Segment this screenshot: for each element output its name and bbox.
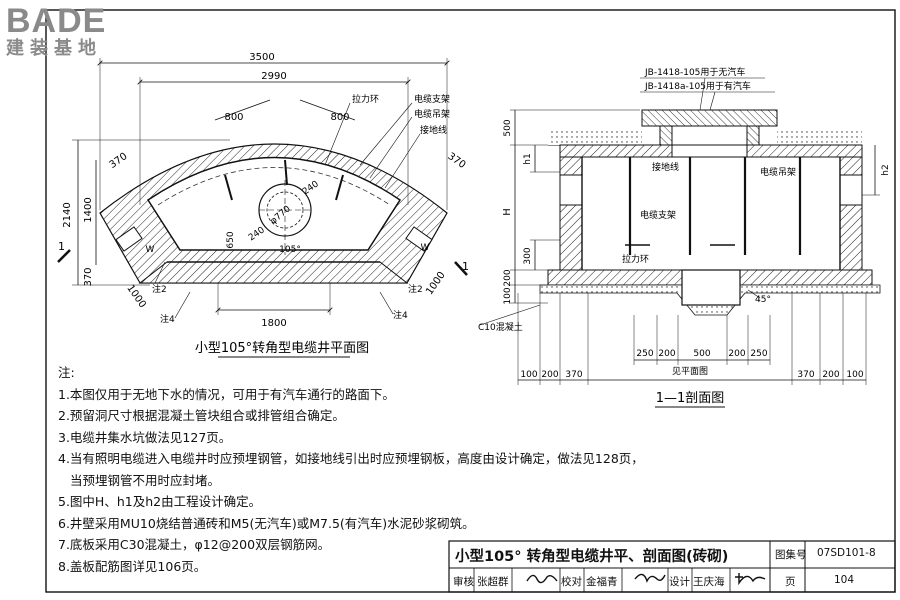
dim-right-370: 370	[797, 370, 814, 380]
dim-bottom-3: 500	[693, 349, 710, 359]
note-see-plan: 见平面图	[672, 366, 708, 377]
dim-right-200: 200	[822, 370, 839, 380]
bade-logo: BADE 建装基地	[6, 4, 136, 66]
label-sec-anchor: 拉力环	[622, 253, 649, 265]
w-left: W	[146, 245, 155, 255]
dim-right-100: 100	[846, 370, 863, 380]
design-label: 设计	[669, 576, 690, 588]
label-sec-bracket: 电缆支架	[640, 209, 676, 221]
dim-370-bottom: 370	[83, 267, 94, 286]
dim-left-100: 100	[520, 370, 537, 380]
label-ground-wire: 接地线	[420, 124, 447, 136]
dim-1000-right: 1000	[424, 270, 448, 297]
note-item-7: 7.底板采用C30混凝土，φ12@200双层钢筋网。	[58, 537, 331, 552]
section-view: JB-1418-105用于无汽车 JB-1418a-105用于有汽车 500 h…	[478, 66, 891, 408]
note-2-right: 注2	[408, 283, 423, 295]
checker-name: 金福青	[586, 576, 618, 588]
dim-H: H	[502, 208, 513, 216]
designer-signature	[735, 573, 766, 586]
dim-370-left: 370	[108, 151, 130, 171]
note-4-left: 注4	[160, 313, 175, 325]
dim-650: 650	[226, 231, 236, 248]
atlas-label: 图集号	[775, 549, 807, 561]
dim-800-right: 800	[330, 112, 349, 123]
label-cable-bracket: 电缆支架	[414, 93, 450, 105]
w-right: W	[421, 243, 430, 253]
dim-h2: h2	[881, 164, 891, 175]
dim-left-200: 200	[541, 370, 558, 380]
label-45-degree: 45°	[755, 295, 771, 305]
plan-caption: 小型105°转角型电缆井平面图	[195, 340, 369, 356]
note-item-1: 1.本图仅用于无地下水的情况，可用于有汽车通行的路面下。	[58, 386, 395, 402]
logo-subtitle: 建装基地	[6, 38, 102, 59]
note-item-3: 3.电缆井集水坑做法见127页。	[58, 429, 232, 445]
note-2-left: 注2	[152, 283, 167, 295]
dim-2990: 2990	[261, 71, 286, 82]
notes-block: 注: 1.本图仅用于无地下水的情况，可用于有汽车通行的路面下。 2.预留洞尺寸根…	[58, 362, 644, 577]
dim-800-left: 800	[224, 112, 243, 123]
logo-brand: BADE	[6, 2, 107, 40]
section-mark-left: 1	[58, 240, 65, 253]
label-jb1418: JB-1418-105用于无汽车	[644, 66, 745, 78]
section-mark-right: 1	[462, 260, 469, 273]
check-label: 校对	[561, 576, 582, 588]
label-c10-concrete: C10混凝土	[478, 321, 523, 333]
dim-1400: 1400	[83, 197, 94, 222]
atlas-number: 07SD101-8	[817, 547, 876, 559]
dim-100-v: 100	[503, 287, 513, 304]
label-sec-hanger: 电缆吊架	[760, 166, 796, 178]
title-block: 小型105° 转角型电缆井平、剖面图(砖砌) 图集号 07SD101-8 审核 …	[449, 541, 895, 592]
note-item-5: 5.图中H、h1及h2由工程设计确定。	[58, 494, 262, 509]
note-item-8: 8.盖板配筋图详见106页。	[58, 558, 207, 574]
title-block-grid	[448, 540, 896, 593]
section-caption: 1—1剖面图	[656, 391, 725, 406]
drawing-title: 小型105° 转角型电缆井平、剖面图(砖砌)	[455, 549, 729, 565]
label-anchor-ring: 拉力环	[352, 93, 379, 105]
notes-heading: 注:	[58, 365, 75, 380]
dim-bottom-2: 200	[658, 349, 675, 359]
dim-left-370: 370	[565, 370, 582, 380]
note-item-4: 4.当有照明电缆进入电缆井时应预埋钢管，如接地线引出时应预埋钢板，高度由设计确定…	[58, 451, 644, 466]
review-label: 审核	[453, 576, 474, 588]
note-item-2: 2.预留洞尺寸根据混凝土管块组合或排管组合确定。	[58, 408, 345, 423]
plan-view: 3500 2990 800 800 2140 1400 370 370 370 …	[57, 52, 469, 358]
dim-bottom-5: 250	[750, 349, 767, 359]
dim-bottom-1: 250	[636, 349, 653, 359]
note-item-4-cont: 当预埋钢管不用时应封堵。	[70, 472, 221, 488]
dim-2140: 2140	[62, 202, 73, 227]
dim-1800: 1800	[261, 318, 286, 329]
label-cable-hanger: 电缆吊架	[414, 108, 450, 120]
note-item-6: 6.井壁采用MU10烧结普通砖和M5(无汽车)或M7.5(有汽车)水泥砂浆砌筑。	[58, 515, 475, 531]
dim-h1: h1	[523, 153, 533, 164]
dim-200-v: 200	[503, 269, 513, 286]
page-label: 页	[785, 576, 796, 588]
dim-500: 500	[503, 119, 513, 136]
page-number: 104	[834, 574, 855, 586]
label-jb1418a: JB-1418a-105用于有汽车	[644, 80, 751, 92]
dim-3500: 3500	[249, 52, 274, 63]
designer-name: 王庆海	[693, 576, 725, 588]
checker-signature	[634, 573, 666, 583]
dim-bottom-4: 200	[728, 349, 745, 359]
dim-370-right: 370	[445, 151, 467, 171]
angle-105: 105°	[279, 245, 301, 255]
note-4-right: 注4	[393, 309, 408, 321]
dim-1000-left: 1000	[124, 283, 148, 310]
reviewer-name: 张超群	[477, 576, 509, 588]
dim-300: 300	[523, 247, 533, 264]
label-sec-ground: 接地线	[652, 161, 679, 173]
reviewer-signature	[526, 574, 558, 584]
